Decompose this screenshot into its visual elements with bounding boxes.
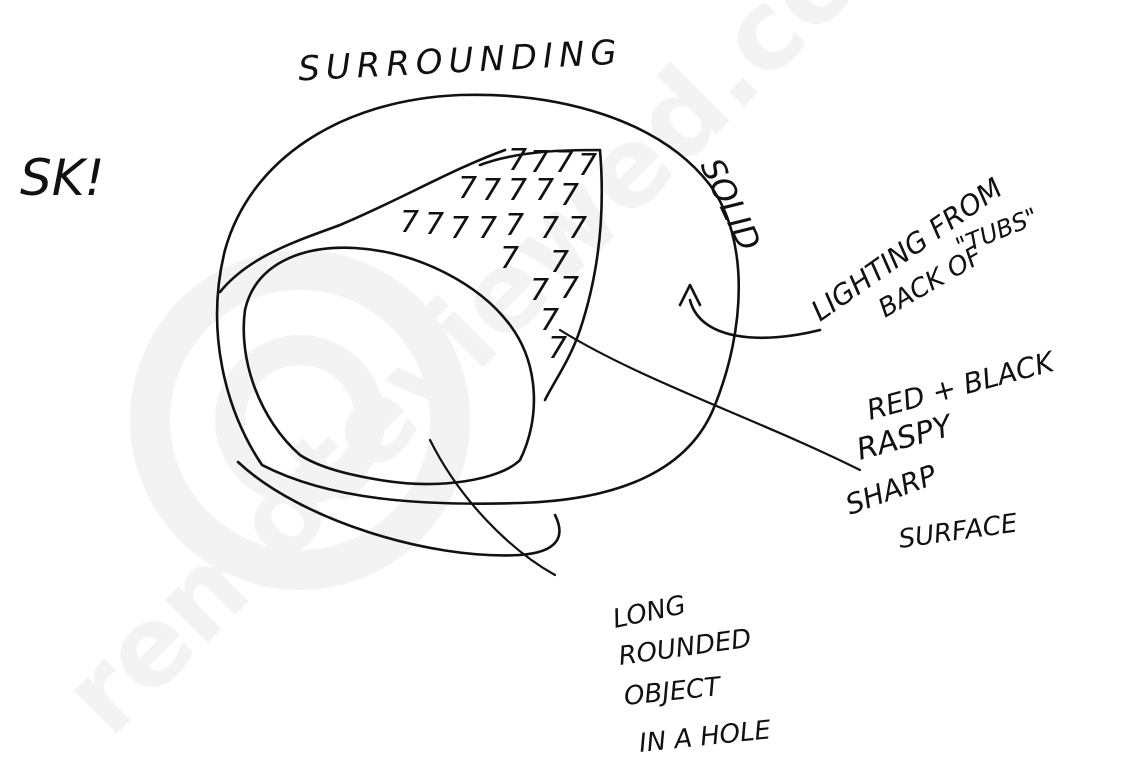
hatch-mark: 7 xyxy=(508,143,527,178)
hatch-marks: 7 7 7 7 7 7 7 7 7 7 7 7 7 7 7 7 7 7 7 7 … xyxy=(400,143,597,366)
inner-rounded-object-oval xyxy=(242,246,536,486)
lower-sweep-curve xyxy=(236,460,561,557)
hatch-mark: 7 xyxy=(450,211,469,246)
label-long: LONG xyxy=(610,590,688,635)
surface-pointer-line xyxy=(558,328,862,472)
label-red-black: RED + BLACK xyxy=(863,345,1059,427)
hatch-mark: 7 xyxy=(560,178,579,213)
label-sk: SK! xyxy=(20,149,105,207)
hatch-mark: 7 xyxy=(400,205,419,240)
label-in-a-hole: IN A HOLE xyxy=(638,715,773,759)
hatch-mark: 7 xyxy=(458,171,477,206)
hatch-mark: 7 xyxy=(550,245,569,280)
object-pointer-line xyxy=(428,438,557,577)
hatch-mark: 7 xyxy=(425,207,444,242)
label-object: OBJECT xyxy=(623,672,724,712)
label-rounded: ROUNDED xyxy=(617,624,753,672)
hatch-mark: 7 xyxy=(555,145,574,180)
hatched-region-boundary xyxy=(478,148,604,402)
hatch-mark: 7 xyxy=(540,211,559,246)
label-surrounding: SURROUNDING xyxy=(297,33,623,90)
hatch-mark: 7 xyxy=(578,148,597,183)
hatch-mark: 7 xyxy=(500,241,519,276)
hatch-mark: 7 xyxy=(505,208,524,243)
label-surface: SURFACE xyxy=(897,509,1020,555)
outer-surrounding-circle xyxy=(215,93,741,505)
hatch-mark: 7 xyxy=(535,173,554,208)
hatch-mark: 7 xyxy=(560,271,579,306)
watermark: remoteviewed.com xyxy=(38,0,965,758)
hatch-mark: 7 xyxy=(508,173,527,208)
hatch-mark: 7 xyxy=(530,145,549,180)
watermark-eye-ring xyxy=(129,249,470,590)
hatch-mark: 7 xyxy=(568,211,587,246)
hatch-mark: 7 xyxy=(478,211,497,246)
left-sweep-curve xyxy=(218,148,507,294)
lighting-arrow xyxy=(678,283,822,340)
hatch-mark: 7 xyxy=(540,303,559,338)
hatch-mark: 7 xyxy=(548,331,567,366)
hatch-mark: 7 xyxy=(530,273,549,308)
label-solid: SOLID xyxy=(693,152,769,256)
watermark-text: remoteviewed.com xyxy=(38,0,965,758)
hatch-mark: 7 xyxy=(482,173,501,208)
